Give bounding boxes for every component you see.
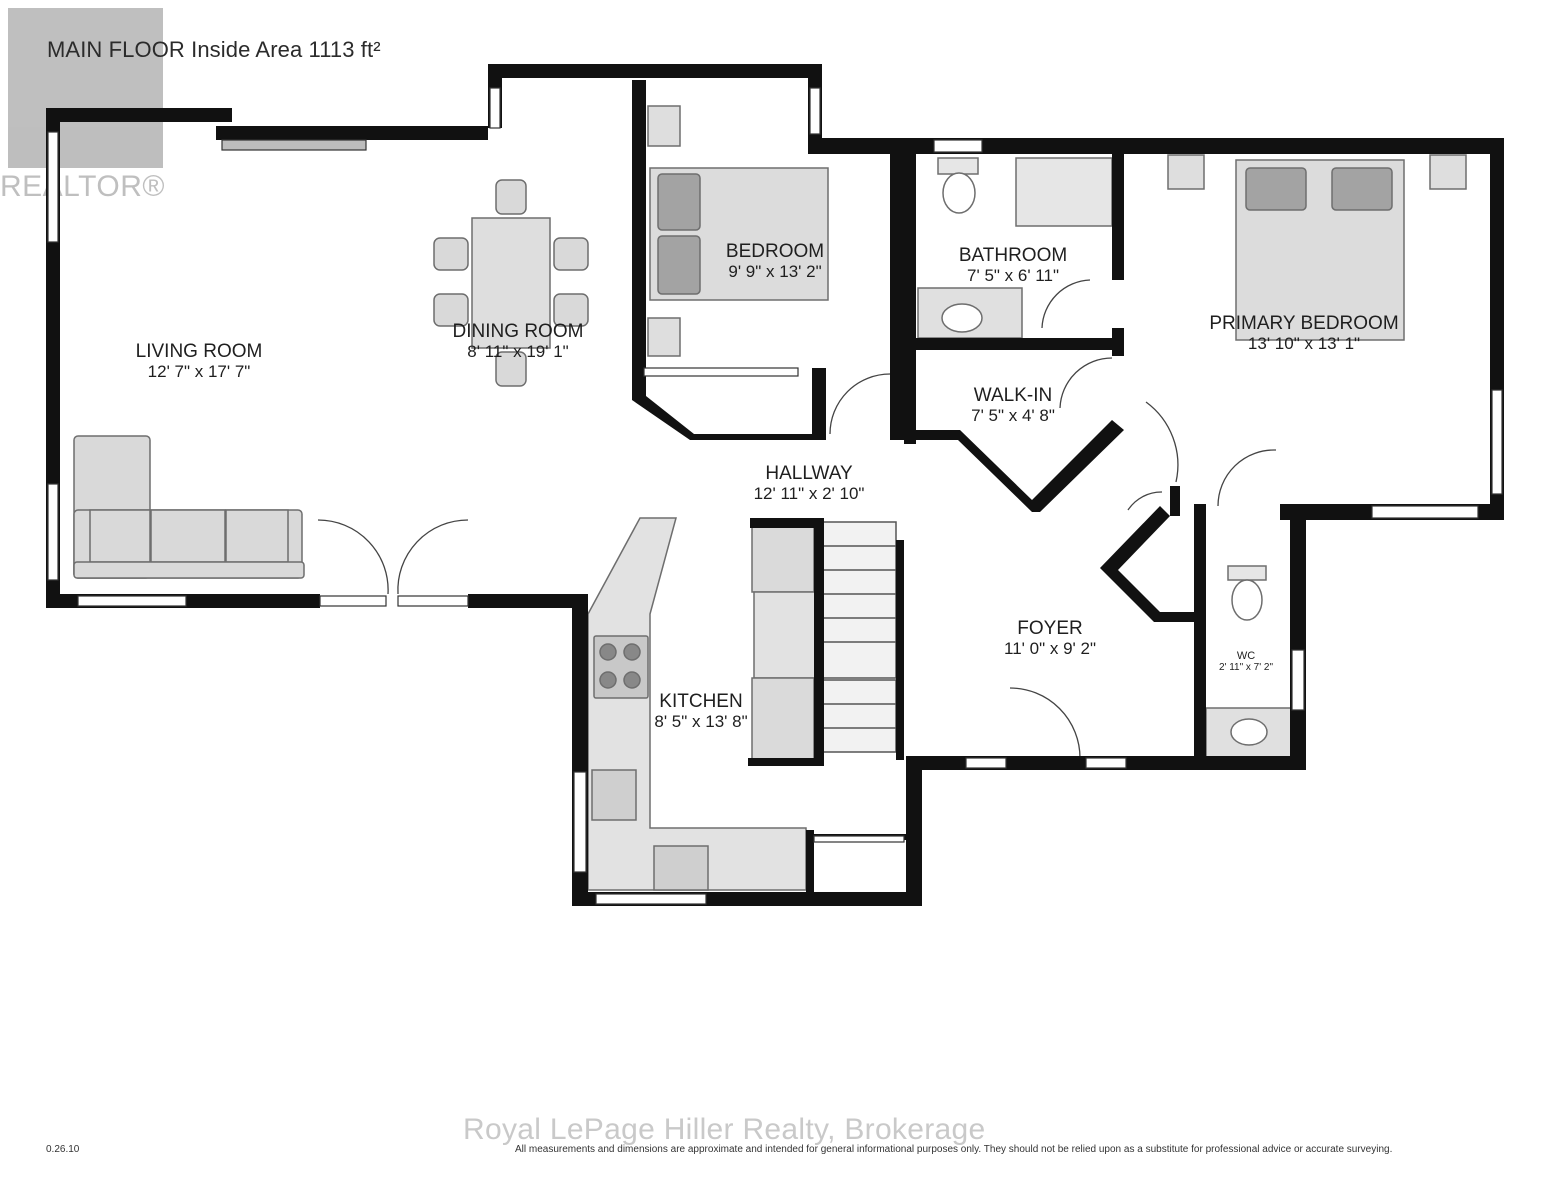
room-dimensions: 7' 5" x 4' 8" xyxy=(971,406,1055,426)
version-label: 0.26.10 xyxy=(46,1144,80,1155)
room-name: FOYER xyxy=(1017,618,1083,639)
bedroom-bed xyxy=(647,105,829,357)
sofa xyxy=(73,435,305,579)
room-dimensions: 8' 5" x 13' 8" xyxy=(654,712,748,732)
room-label-walk-in: WALK-IN 7' 5" x 4' 8" xyxy=(971,385,1055,425)
room-dimensions: 11' 0" x 9' 2" xyxy=(1004,639,1096,659)
room-name: LIVING ROOM xyxy=(135,341,263,362)
room-name: KITCHEN xyxy=(659,691,743,712)
room-label-foyer: FOYER 11' 0" x 9' 2" xyxy=(1004,618,1096,658)
kitchen-counters xyxy=(587,517,817,891)
room-dimensions: 13' 10" x 13' 1" xyxy=(1247,334,1361,354)
room-name: BATHROOM xyxy=(958,245,1068,266)
brokerage-watermark: Royal LePage Hiller Realty, Brokerage xyxy=(463,1113,986,1146)
floor-title: MAIN FLOOR Inside Area 1113 ft² xyxy=(47,37,381,62)
door-swings xyxy=(317,279,1277,759)
room-label-primary-bedroom: PRIMARY BEDROOM 13' 10" x 13' 1" xyxy=(1209,313,1398,353)
realtor-logo-word: REALTOR® xyxy=(0,170,166,203)
room-label-living-room: LIVING ROOM 12' 7" x 17' 7" xyxy=(136,341,263,381)
room-name: PRIMARY BEDROOM xyxy=(1209,313,1399,334)
windows xyxy=(47,87,1503,905)
furniture-layer xyxy=(73,105,1467,891)
disclaimer-text: All measurements and dimensions are appr… xyxy=(515,1144,1393,1155)
room-dimensions: 9' 9" x 13' 2" xyxy=(728,262,822,282)
stairs xyxy=(821,521,897,753)
room-dimensions: 2' 11" x 7' 2" xyxy=(1218,662,1274,674)
primary-bed xyxy=(1167,154,1467,341)
room-dimensions: 7' 5" x 6' 11" xyxy=(967,266,1059,286)
room-dimensions: 12' 7" x 17' 7" xyxy=(147,362,251,382)
realtor-logo: REALTOR® xyxy=(0,0,190,215)
room-label-bedroom: BEDROOM 9' 9" x 13' 2" xyxy=(726,241,824,281)
dining-table xyxy=(433,179,589,387)
room-dimensions: 12' 11" x 2' 10" xyxy=(753,484,865,504)
realtor-logo-icon xyxy=(8,8,163,168)
room-name: WC xyxy=(1236,650,1256,662)
room-name: HALLWAY xyxy=(765,463,853,484)
room-label-dining-room: DINING ROOM 8' 11" x 19' 1" xyxy=(453,321,584,361)
room-dimensions: 8' 11" x 19' 1" xyxy=(467,342,569,362)
room-label-wc: WC 2' 11" x 7' 2" xyxy=(1219,650,1273,674)
room-label-hallway: HALLWAY 12' 11" x 2' 10" xyxy=(754,463,865,503)
room-name: BEDROOM xyxy=(725,241,825,262)
room-label-kitchen: KITCHEN 8' 5" x 13' 8" xyxy=(654,691,747,731)
room-name: DINING ROOM xyxy=(452,321,584,342)
room-name: WALK-IN xyxy=(973,385,1053,406)
room-label-bathroom: BATHROOM 7' 5" x 6' 11" xyxy=(959,245,1067,285)
